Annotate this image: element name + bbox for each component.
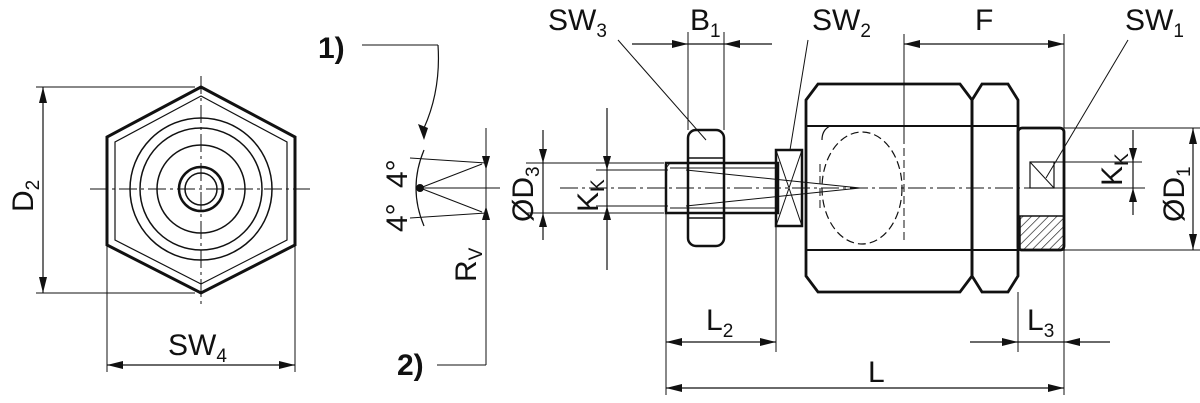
b1-label: B1 (690, 4, 721, 42)
l2-dimension (665, 213, 777, 395)
d3-dimension (526, 130, 664, 240)
l-dimension (666, 384, 1064, 392)
rv-dimension (482, 128, 490, 365)
sw4-label: SW4 (168, 329, 227, 367)
d2-dimension (36, 86, 195, 294)
sw4-dimension (106, 245, 296, 372)
sw2-leader (789, 39, 809, 151)
sw1-label: SW1 (1125, 4, 1184, 42)
kk-right-label: KK (1096, 153, 1133, 186)
l2-label: L2 (706, 304, 733, 342)
note-1-label: 1) (318, 32, 345, 65)
kk-right-dimension (1054, 130, 1142, 215)
angle-lower-label: 4° (381, 203, 414, 232)
d2-label: D2 (7, 180, 44, 212)
note-leaders (362, 44, 486, 366)
note-2-label: 2) (397, 349, 424, 382)
sw3-label: SW3 (548, 4, 607, 42)
f-dimension (903, 34, 1065, 136)
sw2-label: SW2 (812, 4, 871, 42)
kk-left-dimension (596, 108, 668, 270)
angle-upper-label: 4° (381, 159, 414, 188)
hexagon-end-view (90, 76, 310, 305)
kk-left-label: KK (572, 179, 609, 212)
rv-label: RV (450, 247, 487, 282)
d1-label: ØD1 (1158, 166, 1195, 222)
side-view-assembly (560, 82, 1145, 294)
l3-dimension (970, 250, 1110, 395)
f-label: F (975, 4, 993, 37)
d3-label: ØD3 (507, 166, 544, 222)
sw3-leader (617, 39, 707, 141)
l3-label: L3 (1027, 304, 1054, 342)
angle-construction (409, 149, 500, 227)
l-label: L (868, 356, 885, 389)
sw1-leader (1045, 39, 1129, 179)
b1-dimension (632, 32, 772, 130)
d1-dimension (1064, 127, 1200, 251)
